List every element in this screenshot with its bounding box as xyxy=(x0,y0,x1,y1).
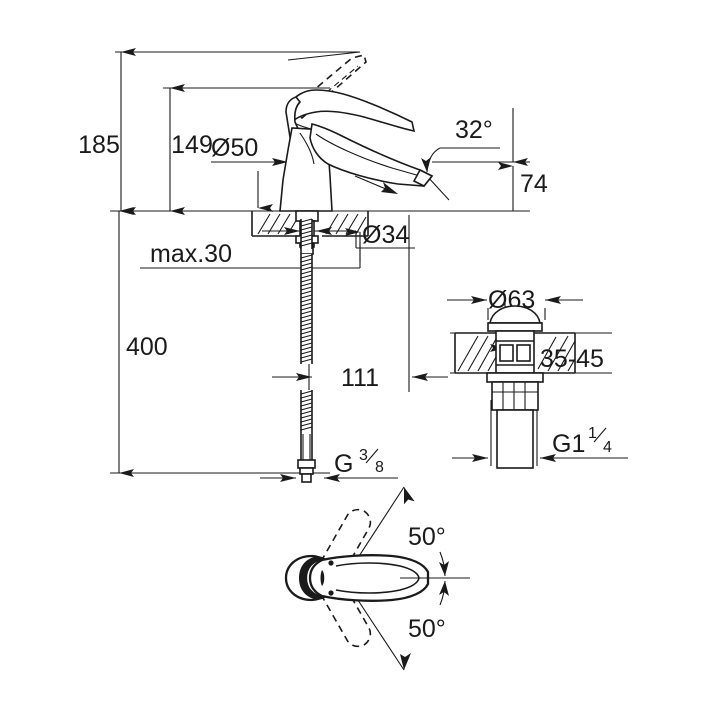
dimension-d50: Ø50 xyxy=(211,134,288,212)
swivel-angle-upper-label: 50° xyxy=(408,523,446,551)
flexible-supply-hose xyxy=(297,254,316,483)
hose-braid-lower xyxy=(300,390,313,460)
dimension-g38-denominator: 8 xyxy=(375,459,384,476)
lever-phantom-up xyxy=(313,508,372,586)
mounting-shank xyxy=(295,210,319,255)
dimension-74-label: 74 xyxy=(520,170,548,198)
handle-lever xyxy=(289,89,416,133)
dimension-g114-denominator: 4 xyxy=(603,439,612,456)
lever-phantom-down xyxy=(313,570,372,648)
drain-detail-view: Ø63 35-45 G1 1 4 xyxy=(447,286,628,469)
faucet-body xyxy=(279,51,434,212)
outlet-pointer xyxy=(354,175,398,194)
drain-tailpiece xyxy=(496,409,534,469)
elevation-view: 185 149 400 Ø50 max.30 xyxy=(78,48,548,483)
dimension-32deg-label: 32° xyxy=(455,116,493,144)
plan-swivel-view: 50° 50° xyxy=(284,486,470,671)
dimension-max30-label: max.30 xyxy=(150,240,232,268)
dimension-35-45-label: 35-45 xyxy=(540,345,604,373)
dimension-d34: Ø34 xyxy=(262,221,415,249)
swivel-angle-lower-label: 50° xyxy=(408,615,446,643)
drain-body xyxy=(495,330,535,374)
dimension-400: 400 xyxy=(118,207,168,477)
dimension-max30: max.30 xyxy=(150,228,361,268)
dimension-400-label: 400 xyxy=(126,333,168,361)
dimension-d34-label: Ø34 xyxy=(362,221,409,249)
basin-slab-hatching xyxy=(457,335,576,372)
dimension-g38: G 3 8 xyxy=(260,447,398,482)
dimension-g114: G1 1 4 xyxy=(452,400,628,466)
dimension-74: 74 xyxy=(498,108,548,211)
dimension-d50-label: Ø50 xyxy=(211,134,258,162)
lever-plan xyxy=(284,554,452,602)
dimension-185: 185 xyxy=(78,48,136,215)
dimension-g114-label: G1 xyxy=(552,430,585,458)
dimension-32deg: 32° xyxy=(421,116,500,201)
supply-hose-upper xyxy=(300,218,313,249)
dimension-149: 149 xyxy=(169,84,213,215)
spout xyxy=(309,123,434,188)
dimension-g38-label: G xyxy=(334,450,353,478)
drain-flange xyxy=(486,372,544,383)
dimension-g38-numerator: 3 xyxy=(359,447,368,464)
dimension-g114-numerator: 1 xyxy=(588,425,597,442)
dimension-185-label: 185 xyxy=(78,131,120,159)
drain-cap xyxy=(487,305,543,332)
countertop-hatching-right xyxy=(325,213,367,235)
swivel-lower-angle: 50° xyxy=(349,580,449,671)
hose-end-connector xyxy=(297,459,316,483)
dimension-149-label: 149 xyxy=(171,131,213,159)
hose-braid-upper xyxy=(300,254,313,364)
dimension-111-label: 111 xyxy=(341,364,379,392)
drain-shank xyxy=(491,381,539,411)
